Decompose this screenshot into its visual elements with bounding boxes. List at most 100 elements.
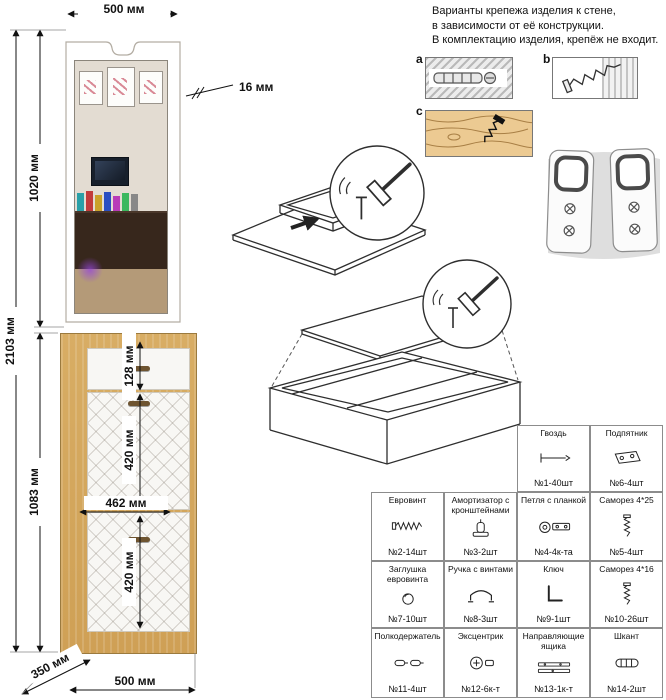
dim-top-drawer-height: 128 мм [122, 332, 136, 400]
shoe-cabinet [60, 333, 197, 654]
part-count: №5-4шт [609, 546, 644, 557]
dowel-icon [602, 650, 652, 676]
part-name: Подпятник [605, 428, 648, 438]
part-cell-screw: Саморез 4*16 №10-26шт [590, 561, 663, 628]
wall-fixing-note: Варианты крепежа изделия к стене, в зави… [432, 4, 664, 48]
part-name: Гвоздь [540, 428, 567, 438]
dim-cabinet-height: 1083 мм [27, 458, 41, 526]
note-line-3: В комплектацию изделия, крепёж не входит… [432, 34, 659, 47]
part-name: Саморез 4*25 [599, 495, 654, 505]
part-name: Ручка с винтами [447, 564, 514, 574]
part-cell-cap: Заглушка евровинта №7-10шт [371, 561, 444, 628]
book [86, 191, 93, 211]
mirror-reflection [74, 60, 168, 314]
dim-upper-flap-height: 420 мм [122, 416, 136, 484]
cam-icon [456, 650, 506, 676]
dim-panel-thickness: 16 мм [237, 80, 276, 94]
dim-inner-width: 462 мм [84, 496, 168, 510]
hinge-icon [529, 513, 579, 539]
assembly-sketch-2 [267, 259, 523, 465]
picture-frame [79, 71, 103, 105]
mounting-plate-right [609, 148, 658, 253]
part-cell-screw: Саморез 4*25 №5-4шт [590, 492, 663, 561]
cap-icon [383, 586, 433, 612]
option-a-label: a [416, 52, 423, 66]
option-c-label: c [416, 104, 423, 118]
part-cell-key: Ключ №9-1шт [517, 561, 590, 628]
part-count: №12-6к-т [461, 683, 500, 694]
book [95, 195, 102, 211]
picture-frame [139, 71, 163, 104]
picture-frame [107, 67, 135, 107]
footpad-icon [602, 445, 652, 471]
tv [91, 157, 129, 186]
dim-bottom-width: 500 мм [93, 674, 177, 688]
part-name: Заглушка евровинта [386, 564, 429, 584]
option-b-label: b [543, 52, 551, 66]
part-cell-shelfpin: Полкодержатель №11-4шт [371, 628, 444, 698]
handle-icon [456, 581, 506, 607]
part-count: №7-10шт [387, 614, 427, 624]
book [131, 194, 138, 211]
part-count: №11-4шт [388, 683, 427, 694]
purple-light [77, 257, 103, 283]
picture-art [144, 79, 157, 94]
part-count: №13-1к-т [534, 684, 573, 694]
damper-icon [456, 518, 506, 544]
part-count: №14-2шт [606, 683, 646, 694]
part-count: №3-2шт [463, 547, 498, 557]
picture-art [113, 77, 128, 95]
part-name: Направляющие ящика [522, 631, 585, 651]
book [122, 193, 129, 211]
dim-top-width: 500 мм [78, 2, 170, 16]
dim-total-height: 2103 мм [3, 307, 17, 375]
fastener-option-c [425, 110, 533, 157]
fastener-option-b [552, 57, 638, 99]
part-cell-euroscrew: Евровинт №2-14шт [371, 492, 444, 561]
wood-screw-icon [426, 113, 532, 149]
part-cell-footpad: Подпятник №6-4шт [590, 425, 663, 492]
dim-mirror-height: 1020 мм [27, 144, 41, 212]
book-row [77, 189, 165, 211]
part-cell-nail: Гвоздь №1-40шт [517, 425, 590, 492]
angled-screw-icon [561, 63, 621, 94]
part-name: Петля с планкой [520, 495, 587, 505]
assembly-sketch-1 [231, 145, 427, 276]
tv-screen [95, 161, 125, 180]
screw-icon [602, 513, 652, 539]
part-cell-handle: Ручка с винтами №8-3шт [444, 561, 517, 628]
assembly-arrow [290, 215, 321, 231]
note-line-2: в зависимости от её конструкции. [432, 19, 604, 32]
fastener-option-a [425, 57, 513, 99]
part-cell-dowel: Шкант №14-2шт [590, 628, 663, 698]
mounting-plate-left [546, 149, 595, 254]
shelfpin-icon [383, 650, 433, 676]
dim-lower-flap-height: 420 мм [122, 538, 136, 606]
part-name: Амортизатор с кронштейнами [451, 495, 510, 515]
part-name: Ключ [543, 564, 564, 574]
part-name: Саморез 4*16 [599, 564, 654, 574]
part-count: №8-3шт [463, 613, 498, 624]
note-line-1: Варианты крепежа изделия к стене, [432, 5, 616, 17]
part-name: Полкодержатель [374, 631, 441, 641]
part-count: №6-4шт [609, 477, 644, 488]
mounting-plates [546, 148, 660, 259]
part-count: №4-4к-та [534, 546, 573, 557]
book [113, 196, 120, 211]
part-count: №1-40шт [533, 477, 573, 488]
part-cell-damper: Амортизатор с кронштейнами №3-2шт [444, 492, 517, 561]
euroscrew-icon [383, 513, 433, 539]
dowel-anchor-icon [429, 69, 507, 87]
part-cell-slides: Направляющие ящика №13-1к-т [517, 628, 590, 698]
part-name: Эксцентрик [457, 631, 504, 641]
part-name: Шкант [613, 631, 639, 641]
book [104, 192, 111, 211]
part-name: Евровинт [388, 495, 427, 505]
book [77, 193, 84, 211]
key-icon [529, 581, 579, 607]
part-count: №9-1шт [536, 613, 571, 624]
part-count: №10-26шт [604, 613, 649, 624]
part-count: №2-14шт [387, 546, 427, 557]
slides-icon [529, 655, 579, 681]
